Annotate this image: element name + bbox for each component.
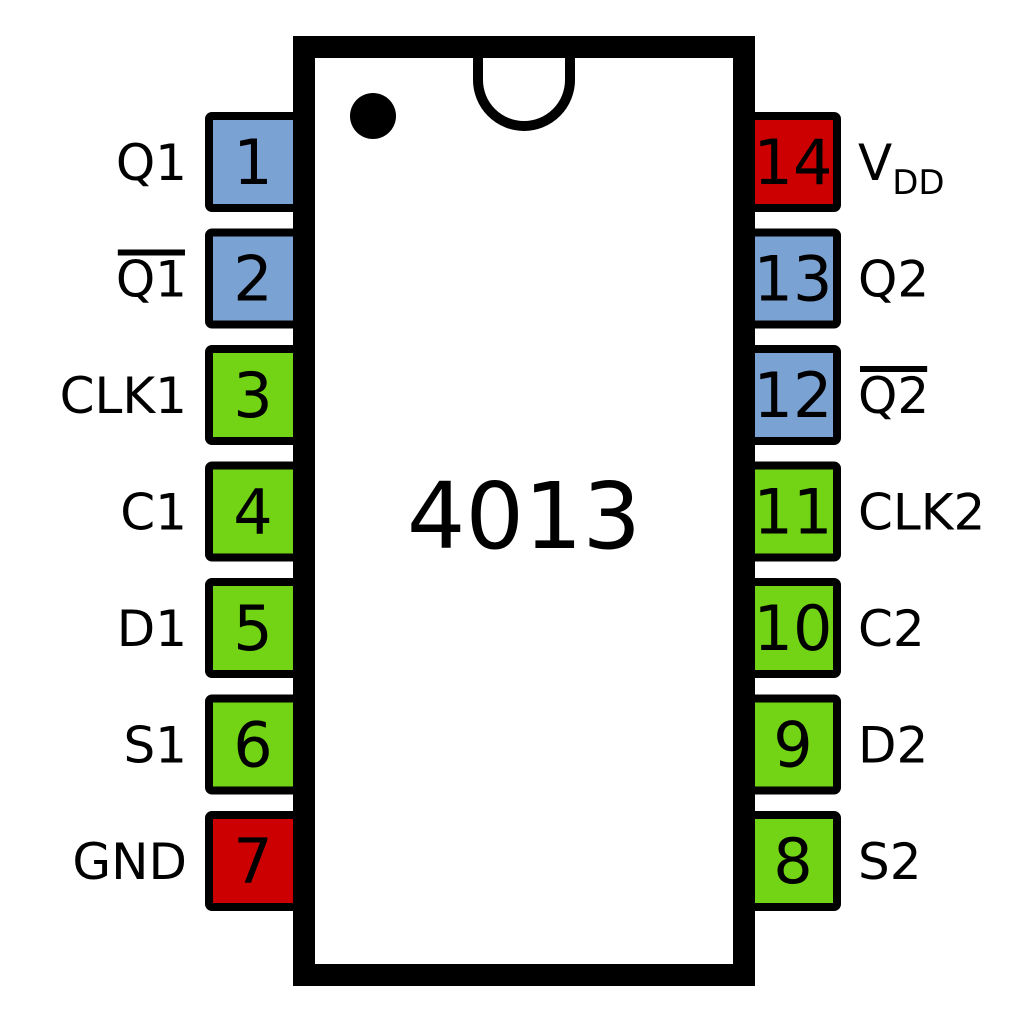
pin-number: 1 xyxy=(233,126,272,199)
pin-label: C2 xyxy=(858,600,925,658)
pin-number: 8 xyxy=(773,825,812,898)
pin-label: Q1 xyxy=(116,134,187,192)
pin-number: 12 xyxy=(754,359,833,432)
pin-4: 4 C1 xyxy=(120,461,301,562)
pin-12: 12 Q2 xyxy=(745,345,929,445)
pin-number: 7 xyxy=(233,825,272,898)
pin-label: GND xyxy=(72,833,187,891)
pin-2: 2 Q1 xyxy=(116,228,301,329)
pin-7: 7 GND xyxy=(72,811,301,911)
pin-label: C1 xyxy=(120,484,187,542)
pin-13: 13 Q2 xyxy=(745,228,929,329)
pin-8: 8 S2 xyxy=(745,811,922,911)
pin-label: S2 xyxy=(858,833,922,891)
pin-number: 10 xyxy=(754,592,833,665)
pin-label: VDD xyxy=(858,134,945,203)
pin-number: 9 xyxy=(773,709,812,782)
chip-body xyxy=(293,36,755,986)
pin-label: Q1 xyxy=(116,251,187,309)
pin-number: 4 xyxy=(233,476,272,549)
pin-3: 3 CLK1 xyxy=(60,345,301,445)
pin-5: 5 D1 xyxy=(117,578,301,678)
pin-6: 6 S1 xyxy=(123,694,301,795)
pin-number: 3 xyxy=(233,359,272,432)
pin-label: CLK2 xyxy=(858,484,985,542)
pin-number: 2 xyxy=(233,243,272,316)
pin-14: 14 VDD xyxy=(745,112,945,212)
pin-label: CLK1 xyxy=(60,367,187,425)
pin-number: 14 xyxy=(754,126,833,199)
pin-11: 11 CLK2 xyxy=(745,461,985,562)
pin-label: D1 xyxy=(117,600,187,658)
pin-label: Q2 xyxy=(858,251,929,309)
pin-number: 5 xyxy=(233,592,272,665)
chip-name: 4013 xyxy=(407,463,641,570)
pin1-indicator-dot xyxy=(350,93,396,139)
pin-number: 13 xyxy=(754,243,833,316)
pin-1: 1 Q1 xyxy=(116,112,301,212)
orientation-notch xyxy=(473,58,575,131)
pin-label: Q2 xyxy=(858,367,929,425)
pin-number: 6 xyxy=(233,709,272,782)
pin-label: S1 xyxy=(123,717,187,775)
pin-10: 10 C2 xyxy=(745,578,925,678)
pin-label: D2 xyxy=(858,717,928,775)
pin-9: 9 D2 xyxy=(745,694,928,795)
pin-number: 11 xyxy=(754,476,833,549)
